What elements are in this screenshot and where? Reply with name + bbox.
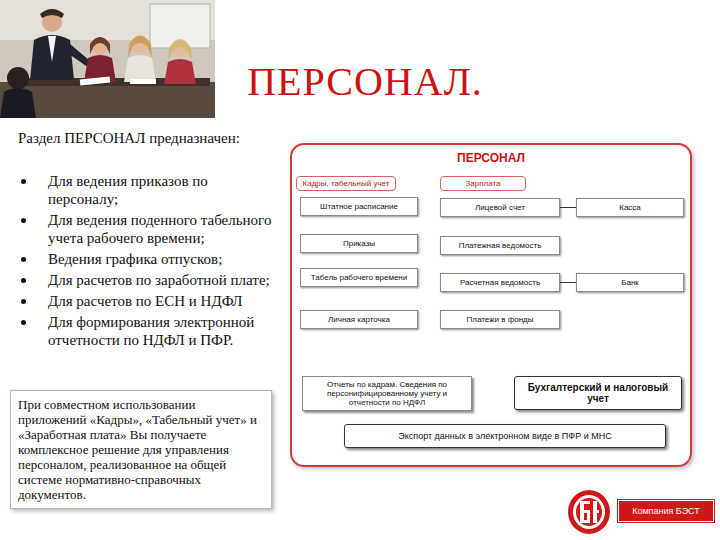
bullet-dot xyxy=(21,257,26,262)
bullet-text: Для формирования электронной отчетности … xyxy=(48,314,254,348)
bullet-text: Для расчетов по заработной плате; xyxy=(48,272,270,288)
node-text: Бухгалтерский и налоговый учет xyxy=(521,382,675,404)
node-text: Расчетная ведомость xyxy=(445,278,555,287)
node-text: Платежная ведомость xyxy=(445,241,555,250)
office-photo xyxy=(0,0,215,118)
node-text: Экспорт данных в электронном виде в ПФР … xyxy=(351,431,659,441)
column-header: Зарплата xyxy=(440,176,526,191)
node-text: Табель рабочего времени xyxy=(305,273,413,282)
list-item: Для ведения поденного табельного учета р… xyxy=(18,211,280,247)
process-box: Штатное расписание xyxy=(300,197,418,216)
company-logo xyxy=(566,488,612,536)
bullet-text: Ведения графика отпусков; xyxy=(48,251,222,267)
export-box: Экспорт данных в электронном виде в ПФР … xyxy=(344,424,666,448)
bullet-text: Для ведения поденного табельного учета р… xyxy=(48,212,271,246)
node-text: Приказы xyxy=(305,239,413,248)
bullet-text: Для расчетов по ЕСН и НДФЛ xyxy=(48,293,243,309)
list-item: Ведения графика отпусков; xyxy=(18,250,280,268)
section-intro: Раздел ПЕРСОНАЛ предназначен: xyxy=(18,130,278,147)
frame-box: ПЕРСОНАЛ Кадры, табельный учет ЗарплатаШта… xyxy=(290,143,692,467)
process-box: Касса xyxy=(576,198,684,217)
process-box: Платежи в фонды xyxy=(440,310,560,329)
connector-line xyxy=(560,282,576,283)
list-item: Для расчетов по заработной плате; xyxy=(18,271,280,289)
node-text: Лицевой счет xyxy=(445,203,555,212)
node-text: ПЕРСОНАЛ xyxy=(292,151,690,165)
bullet-dot xyxy=(21,320,26,325)
slide-title: ПЕРСОНАЛ. xyxy=(215,58,515,105)
node-text: Банк xyxy=(581,278,679,287)
connector-line xyxy=(560,207,576,208)
list-item: Для ведения приказов по персоналу; xyxy=(18,172,280,208)
node-text: При совместном использовании приложений … xyxy=(18,397,264,502)
list-item: Для расчетов по ЕСН и НДФЛ xyxy=(18,292,280,310)
node-text: Личная карточка xyxy=(305,315,413,324)
bullet-dot xyxy=(21,218,26,223)
bullet-text: Для ведения приказов по персоналу; xyxy=(48,173,208,207)
column-header: Кадры, табельный учет xyxy=(296,176,396,191)
report-box: Отчеты по кадрам. Сведения по персонифиц… xyxy=(302,376,472,411)
process-box: Лицевой счет xyxy=(440,198,560,217)
process-box: Приказы xyxy=(300,234,418,253)
bullet-dot xyxy=(21,278,26,283)
process-box: Расчетная ведомость xyxy=(440,273,560,292)
accounting-box: Бухгалтерский и налоговый учет xyxy=(514,376,682,410)
note-box: При совместном использовании приложений … xyxy=(10,390,272,509)
purpose-list: Для ведения приказов по персоналу; Для ве… xyxy=(18,172,280,352)
process-box: Банк xyxy=(576,273,684,292)
node-text: Компания БЭСТ xyxy=(623,506,709,516)
bullet-dot xyxy=(21,299,26,304)
node-text: Штатное расписание xyxy=(305,202,413,211)
node-text: Платежи в фонды xyxy=(445,315,555,324)
node-text: Касса xyxy=(581,203,679,212)
process-box: Личная карточка xyxy=(300,310,418,329)
process-box: Платежная ведомость xyxy=(440,236,560,255)
list-item: Для формирования электронной отчетности … xyxy=(18,313,280,349)
node-text: Кадры, табельный учет xyxy=(300,179,392,188)
process-box: Табель рабочего времени xyxy=(300,268,418,287)
company-bar: Компания БЭСТ xyxy=(618,500,714,522)
bullet-dot xyxy=(21,179,26,184)
node-text: Зарплата xyxy=(444,179,522,188)
node-text: Отчеты по кадрам. Сведения по персонифиц… xyxy=(308,380,466,407)
